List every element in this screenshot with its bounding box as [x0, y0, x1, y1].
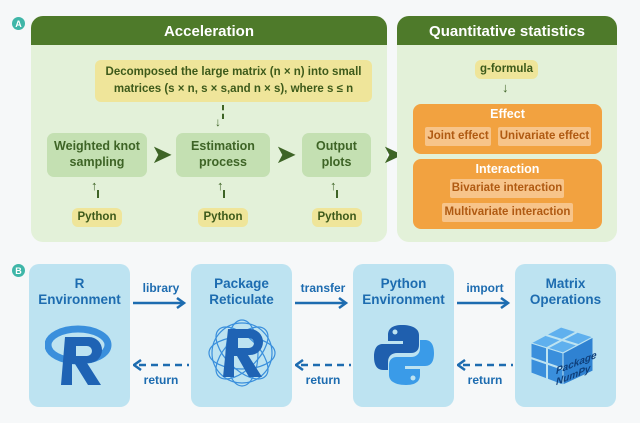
node-title: Python	[380, 276, 427, 291]
node-title: Operations	[529, 292, 602, 308]
import-label: import	[466, 281, 504, 295]
arrow-right-icon	[295, 297, 349, 309]
step-line: plots	[321, 155, 352, 169]
down-arrow-icon: ↓	[502, 80, 509, 95]
step-line: Output	[316, 139, 357, 154]
library-label: library	[142, 281, 180, 295]
node-title: Matrix	[545, 276, 586, 291]
transfer-label: transfer	[300, 281, 346, 295]
return-label: return	[467, 373, 503, 387]
node-title: Package	[214, 276, 269, 291]
arrow-shaft	[97, 190, 99, 198]
down-arrow-icon: ↓	[215, 115, 221, 129]
arrow-right-icon	[457, 297, 511, 309]
return-label: return	[143, 373, 179, 387]
return-label: return	[305, 373, 341, 387]
step-line: process	[199, 155, 247, 169]
note-line-1: Decomposed the large matrix (n × n) into…	[105, 66, 362, 78]
arrow-shaft	[336, 190, 338, 198]
panel-b-label: B	[12, 264, 25, 277]
python-chip: Python	[198, 208, 248, 227]
acceleration-panel: Acceleration	[31, 16, 387, 242]
up-arrow-icon: ↑	[217, 178, 224, 193]
step-line: Weighted knot	[54, 139, 140, 154]
node-title: R	[74, 276, 85, 291]
python-chip: Python	[72, 208, 122, 227]
interaction-title: Interaction	[475, 162, 540, 176]
note-line-2: matrices (s × n, s × s,and n × s), where…	[113, 83, 354, 95]
step-line: sampling	[69, 155, 125, 169]
r-logo-icon	[44, 325, 111, 385]
acceleration-title: Acceleration	[31, 16, 387, 45]
decomposition-note: Decomposed the large matrix (n × n) into…	[95, 60, 372, 102]
univariate-effect-chip: Univariate effect	[498, 127, 591, 146]
bivariate-interaction-chip: Bivariate interaction	[450, 179, 564, 198]
node-title: Environment	[38, 292, 121, 308]
joint-effect-chip: Joint effect	[425, 127, 491, 146]
up-arrow-icon: ↑	[91, 178, 98, 193]
up-arrow-icon: ↑	[330, 178, 337, 193]
chevron-right-icon: ➤	[151, 139, 173, 169]
dashed-arrow-left-icon	[295, 359, 351, 371]
dashed-arrow-left-icon	[133, 359, 189, 371]
node-title: Reticulate	[209, 292, 274, 308]
node-title: Environment	[362, 292, 445, 308]
panel-a-label: A	[12, 17, 25, 30]
effect-title: Effect	[490, 107, 525, 121]
arrow-right-icon	[133, 297, 187, 309]
chevron-right-icon: ➤	[275, 139, 297, 169]
multivariate-interaction-chip: Multivariate interaction	[442, 203, 573, 222]
g-formula-chip: g-formula	[475, 60, 538, 79]
step-line: Estimation	[191, 139, 255, 154]
reticulate-logo-icon	[207, 319, 276, 387]
note-arrow-shaft	[222, 105, 224, 119]
numpy-cube-icon	[529, 326, 594, 386]
python-logo-icon	[373, 324, 434, 385]
arrow-shaft	[223, 190, 225, 198]
dashed-arrow-left-icon	[457, 359, 513, 371]
python-chip: Python	[312, 208, 362, 227]
quantitative-title: Quantitative statistics	[397, 16, 617, 45]
